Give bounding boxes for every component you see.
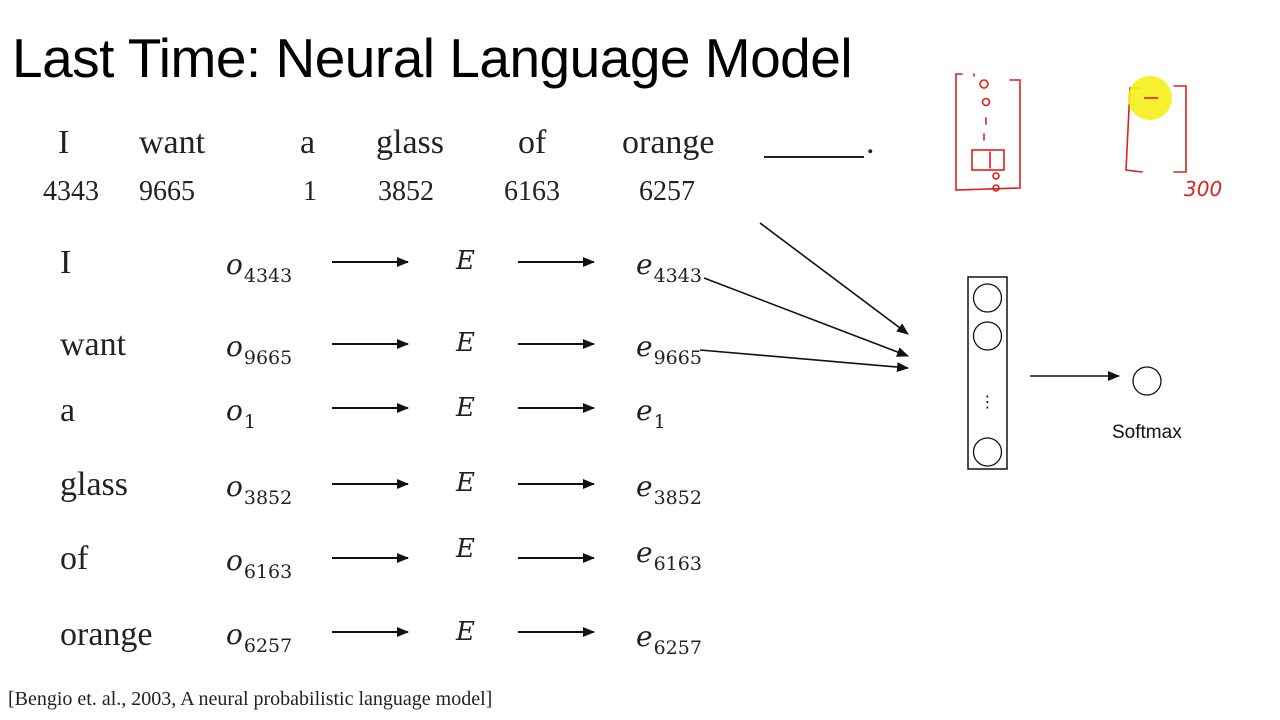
slide-title: Last Time: Neural Language Model bbox=[12, 27, 853, 89]
sentence-index-orange: 6257 bbox=[639, 176, 695, 207]
sentence-word-a: a bbox=[300, 124, 316, 161]
embedding-matrix-label: E bbox=[456, 468, 475, 498]
row-word-orange: orange bbox=[60, 616, 153, 653]
sentence-end-period: . bbox=[866, 124, 875, 161]
embedding-matrix-label: E bbox=[456, 328, 475, 358]
embedding-matrix-label: E bbox=[456, 617, 475, 647]
row-word-glass: glass bbox=[60, 466, 128, 503]
arrow-e4343-to-hidden bbox=[703, 277, 909, 357]
embedding-vector-9665: e9665 bbox=[636, 330, 702, 369]
one-hot-vector-6257: o6257 bbox=[226, 618, 293, 657]
embedding-vector-6257: e6257 bbox=[636, 620, 702, 659]
arrows-o-to-e bbox=[332, 257, 409, 637]
sentence-word-glass: glass bbox=[376, 124, 444, 161]
softmax-label: Softmax bbox=[1112, 422, 1182, 443]
embedding-matrix-label: E bbox=[456, 393, 475, 423]
softmax-unit bbox=[1132, 366, 1162, 396]
sentence-word-of: of bbox=[518, 124, 547, 161]
handwritten-number: 300 bbox=[1184, 177, 1222, 201]
one-hot-vector-1: o1 bbox=[226, 394, 256, 433]
hidden-layer: ⋮ bbox=[967, 276, 1008, 470]
row-word-a: a bbox=[60, 392, 76, 429]
one-hot-vector-4343: o4343 bbox=[226, 248, 293, 287]
embedding-matrix-label: E bbox=[456, 246, 475, 276]
sentence-index-i: 4343 bbox=[43, 176, 99, 207]
embedding-matrix-label: E bbox=[456, 534, 475, 564]
sentence-word-want: want bbox=[139, 124, 206, 161]
row-word-want: want bbox=[60, 326, 127, 363]
sentence-index-a: 1 bbox=[303, 176, 317, 207]
hidden-layer-ellipsis: ⋮ bbox=[980, 392, 996, 411]
embedding-vector-6163: e6163 bbox=[636, 536, 702, 575]
row-word-i: I bbox=[60, 244, 72, 281]
one-hot-vector-9665: o9665 bbox=[226, 330, 293, 369]
hidden-unit bbox=[972, 283, 1003, 313]
citation: [Bengio et. al., 2003, A neural probabil… bbox=[8, 688, 493, 710]
one-hot-vector-6163: o6163 bbox=[226, 544, 293, 583]
arrow-e9665-to-hidden bbox=[699, 349, 909, 373]
sentence-index-glass: 3852 bbox=[378, 176, 434, 207]
hidden-unit bbox=[972, 321, 1003, 351]
sentence-word-orange: orange bbox=[622, 124, 715, 161]
sentence-word-i: I bbox=[58, 124, 70, 161]
embedding-vector-3852: e3852 bbox=[636, 470, 702, 509]
embedding-vector-4343: e4343 bbox=[636, 248, 702, 287]
arrows-e-to-embedding bbox=[518, 257, 595, 637]
embedding-vector-1: e1 bbox=[636, 394, 666, 433]
row-word-of: of bbox=[60, 540, 89, 577]
arrows-to-hidden-layer bbox=[699, 222, 909, 373]
hidden-unit bbox=[972, 437, 1003, 467]
one-hot-vector-3852: o3852 bbox=[226, 470, 293, 509]
arrow-orange-embedding-to-hidden bbox=[759, 222, 909, 335]
sentence-index-want: 9665 bbox=[139, 176, 195, 207]
sentence-index-of: 6163 bbox=[504, 176, 560, 207]
